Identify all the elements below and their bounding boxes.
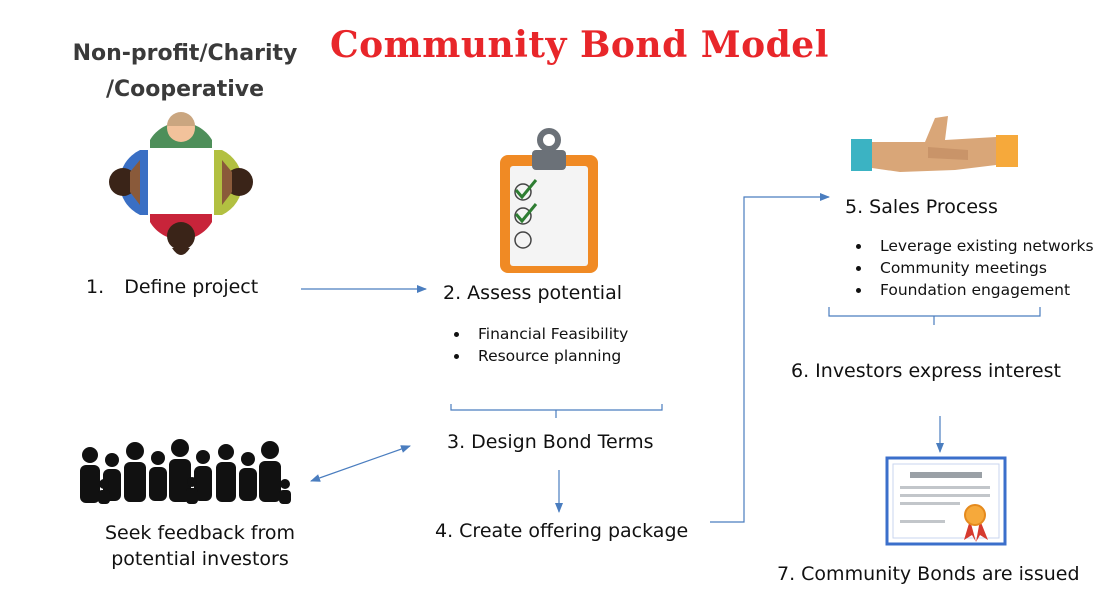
org-label-line2: /Cooperative <box>105 77 265 102</box>
page-title: Community Bond Model <box>330 24 829 66</box>
brace-sales <box>828 307 1041 325</box>
arrow-feedback-bidirectional <box>310 445 411 482</box>
sales-bullet-item: Leverage existing networks <box>872 235 1094 257</box>
sales-bullet-item: Foundation engagement <box>872 279 1094 301</box>
step-sales-process: 5. Sales Process <box>845 196 998 218</box>
step-assess-potential: 2. Assess potential <box>443 282 623 304</box>
assess-bullets: Financial Feasibility Resource planning <box>448 323 628 367</box>
step-1-number: 1. <box>86 276 105 298</box>
feedback-label: Seek feedback from potential investors <box>80 520 320 572</box>
step-bonds-issued: 7. Community Bonds are issued <box>777 563 1080 585</box>
step-1-label: Define project <box>124 276 259 298</box>
feedback-line1: Seek feedback from <box>104 522 296 544</box>
step-design-bond-terms: 3. Design Bond Terms <box>447 431 654 453</box>
org-label: Non-profit/Charity /Cooperative <box>50 36 320 108</box>
step-create-offering: 4. Create offering package <box>435 520 689 542</box>
crowd-icon <box>80 439 291 504</box>
assess-bullet-item: Resource planning <box>470 345 628 367</box>
brace-assess <box>450 404 663 418</box>
certificate-icon <box>885 456 1007 546</box>
sales-bullet-item: Community meetings <box>872 257 1094 279</box>
sales-bullets: Leverage existing networks Community mee… <box>850 235 1094 301</box>
step-define-project: 1. Define project <box>86 276 258 298</box>
handshake-icon <box>851 116 1018 172</box>
assess-bullet-item: Financial Feasibility <box>470 323 628 345</box>
people-circle-icon <box>109 112 253 255</box>
step-investors-interest: 6. Investors express interest <box>791 360 1061 382</box>
clipboard-checklist-icon <box>500 128 598 273</box>
arrow-offering-to-sales <box>710 193 830 523</box>
feedback-line2: potential investors <box>111 548 289 570</box>
org-label-line1: Non-profit/Charity <box>72 41 298 66</box>
